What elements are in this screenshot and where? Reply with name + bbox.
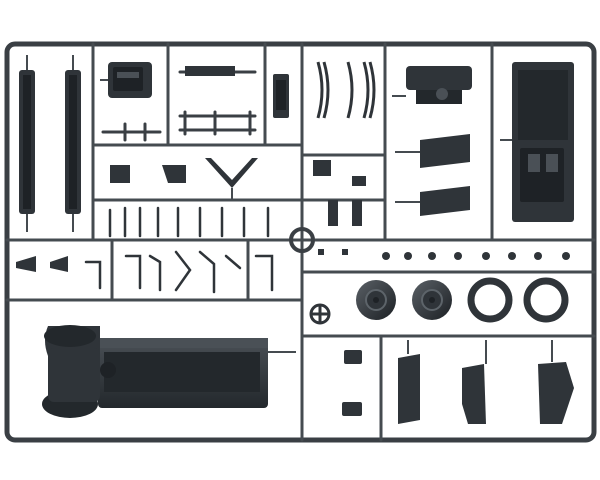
small-parts-row xyxy=(16,249,570,272)
sprue-runners xyxy=(5,42,596,442)
grille-part xyxy=(273,74,289,118)
leaf-springs xyxy=(316,61,376,119)
chassis-body-part xyxy=(42,325,296,418)
sprue-ring xyxy=(289,227,315,253)
mid-small-parts xyxy=(110,158,366,226)
bracket-parts xyxy=(84,250,274,294)
lower-right-parts xyxy=(342,340,574,424)
cargo-bed-part xyxy=(500,62,574,222)
wheel-2 xyxy=(412,280,452,320)
axle-parts xyxy=(101,66,257,142)
tire-1 xyxy=(467,277,513,323)
wheel-1 xyxy=(356,280,396,320)
seat-part xyxy=(100,62,152,98)
steering-wheel-part xyxy=(309,303,331,325)
pin-parts xyxy=(108,206,270,238)
chassis-rails xyxy=(19,55,81,232)
headlight-part xyxy=(392,66,472,104)
fender-parts xyxy=(395,134,470,216)
tire-2 xyxy=(523,277,569,323)
